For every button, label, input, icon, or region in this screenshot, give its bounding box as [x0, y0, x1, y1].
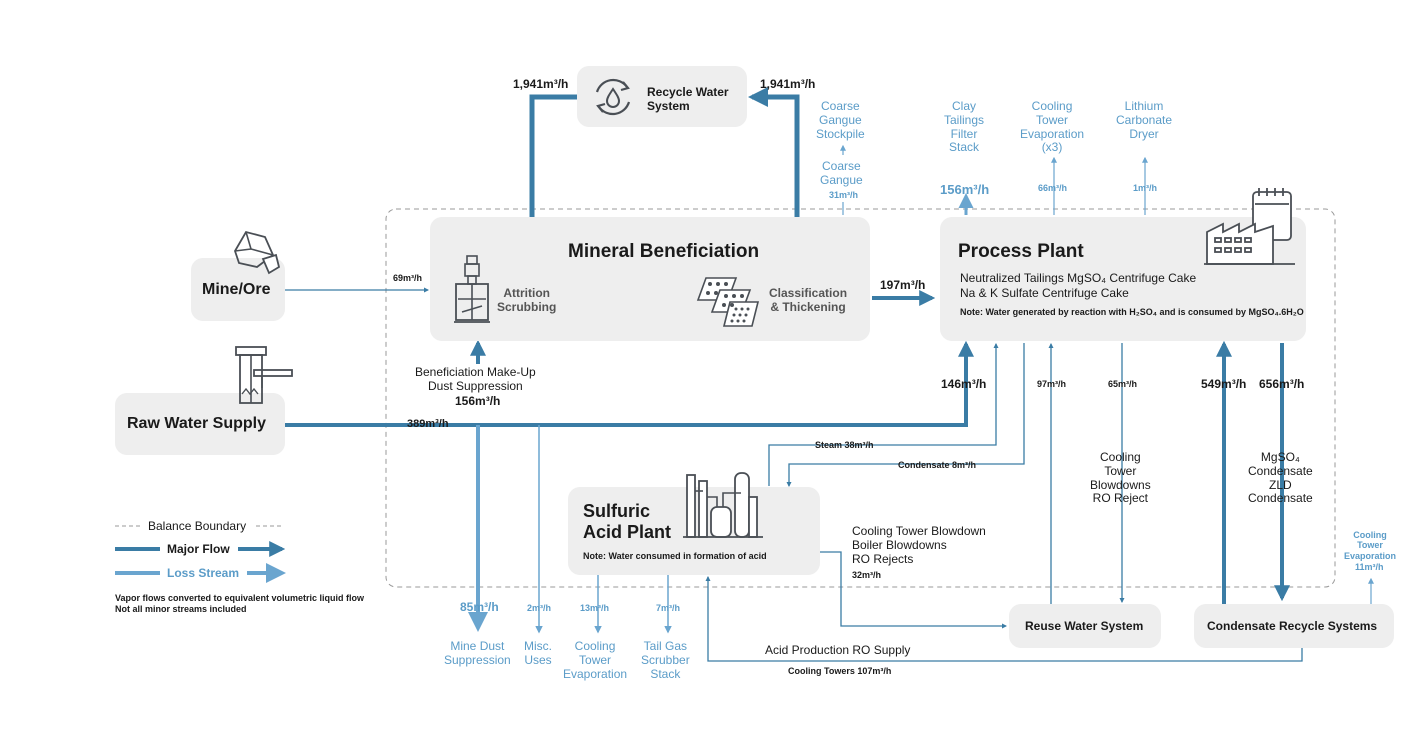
raw-water-label: Raw Water Supply — [127, 415, 266, 432]
process-line-2: Na & K Sulfate Centrifuge Cake — [960, 286, 1129, 300]
condensate-recycle-box[interactable] — [1194, 604, 1394, 648]
condensate-return-value: Condensate 8m³/h — [898, 460, 977, 470]
steam-flow — [768, 342, 999, 486]
make-up-value: 156m³/h — [455, 394, 501, 408]
process-note: Note: Water generated by reaction with H… — [960, 307, 1304, 317]
condensate-return-flow — [786, 343, 1025, 488]
factory-icon — [1204, 188, 1295, 265]
clay-tailings-value: 156m³/h — [940, 182, 990, 197]
legend-loss-label: Loss Stream — [167, 566, 240, 580]
mineral-beneficiation-title: Mineral Beneficiation — [568, 241, 760, 262]
coarse-gangue-value: 31m³/h — [829, 190, 859, 200]
attrition-label: Attrition Scrubbing — [497, 286, 557, 314]
condensate-recycle-label: Condensate Recycle Systems — [1207, 619, 1378, 633]
raw-water-value: 389m³/h — [407, 418, 449, 430]
acid-note: Note: Water consumed in formation of aci… — [583, 551, 767, 561]
cooling-acid-value: 13m³/h — [580, 603, 610, 613]
classification-to-recycle-flow — [748, 87, 800, 270]
raw-water-main-flow — [285, 340, 974, 427]
cooling-acid-label: Cooling Tower Evaporation — [563, 639, 628, 681]
reuse-water-label: Reuse Water System — [1025, 619, 1144, 633]
cooling-x3-label: Cooling Tower Evaporation (x3) — [1020, 99, 1085, 155]
misc-uses-label: Misc. Uses — [524, 639, 552, 667]
acid-plant-icon — [683, 472, 763, 538]
mineral-beneficiation-box[interactable] — [430, 217, 870, 341]
mine-ore-label: Mine/Ore — [202, 281, 271, 298]
classification-screen-icon — [696, 277, 760, 327]
cooling-label: Cooling Tower Blowdowns RO Reject — [1090, 450, 1151, 506]
mine-dust-value: 85m³/h — [460, 600, 499, 614]
cooling-right-label: Cooling Tower Evaporation — [1344, 530, 1397, 561]
cooling-x3-value: 66m³/h — [1038, 183, 1068, 193]
legend-note-1: Vapor flows converted to equivalent volu… — [115, 593, 365, 603]
recycle-water-label: Recycle Water System — [647, 85, 729, 113]
tail-gas-value: 7m³/h — [656, 603, 681, 613]
blowdown-value: 32m³/h — [852, 570, 882, 580]
legend-boundary-label: Balance Boundary — [148, 519, 247, 533]
recycle-right-value: 1,941m³/h — [760, 77, 816, 91]
condensate-in-value: 549m³/h — [1201, 377, 1247, 391]
reuse-water-box[interactable] — [1009, 604, 1161, 648]
condensate-out-value: 656m³/h — [1259, 377, 1305, 391]
balance-boundary — [385, 208, 1336, 588]
blowdown-label: Cooling Tower Blowdown Boiler Blowdowns … — [852, 524, 986, 566]
reuse-to-process-value: 97m³/h — [1037, 379, 1067, 389]
process-plant-title: Process Plant — [958, 241, 1084, 262]
mgso4-label: MgSO₄ Condensate ZLD Condensate — [1248, 450, 1313, 506]
recycle-water-icon — [595, 78, 631, 116]
sulfuric-acid-title: Sulfuric Acid Plant — [583, 501, 672, 542]
lithium-value: 1m³/h — [1133, 183, 1158, 193]
cooling-towers-value: Cooling Towers 107m³/h — [788, 666, 892, 676]
recycle-water-box[interactable] — [577, 66, 747, 127]
steam-value: Steam 38m³/h — [815, 440, 874, 450]
to-process-value: 197m³/h — [880, 278, 926, 292]
coarse-gangue-label: Coarse Gangue — [820, 159, 863, 187]
recycle-to-attrition-flow — [522, 94, 577, 272]
mine-dust-label: Mine Dust Suppression — [444, 639, 511, 667]
make-up-label: Beneficiation Make-Up Dust Suppression — [415, 365, 536, 393]
process-line-1: Neutralized Tailings MgSO₄ Centrifuge Ca… — [960, 271, 1197, 285]
legend-note-2: Not all minor streams included — [115, 604, 247, 614]
to-process-raw-value: 146m³/h — [941, 377, 987, 391]
legend-major-label: Major Flow — [167, 542, 230, 556]
mine-ore-value: 69m³/h — [393, 273, 423, 283]
coarse-stockpile-label: Coarse Gangue Stockpile — [816, 99, 865, 141]
classification-label: Classification & Thickening — [769, 286, 848, 314]
tail-gas-label: Tail Gas Scrubber Stack — [641, 639, 690, 681]
misc-value: 2m³/h — [527, 603, 552, 613]
recycle-left-value: 1,941m³/h — [513, 77, 569, 91]
cooling-right-value: 11m³/h — [1355, 562, 1384, 572]
attrition-scrubber-icon — [454, 255, 490, 323]
acid-ro-label: Acid Production RO Supply — [765, 643, 911, 657]
ore-rock-icon — [234, 230, 281, 275]
water-tower-icon — [235, 346, 293, 404]
acid-ro-flow — [705, 575, 1303, 662]
clay-tailings-label: Clay Tailings Filter Stack — [944, 99, 985, 155]
blowdown-flow — [820, 551, 1008, 629]
lithium-dryer-label: Lithium Carbonate Dryer — [1116, 99, 1173, 141]
cooling-out-value: 65m³/h — [1108, 379, 1138, 389]
